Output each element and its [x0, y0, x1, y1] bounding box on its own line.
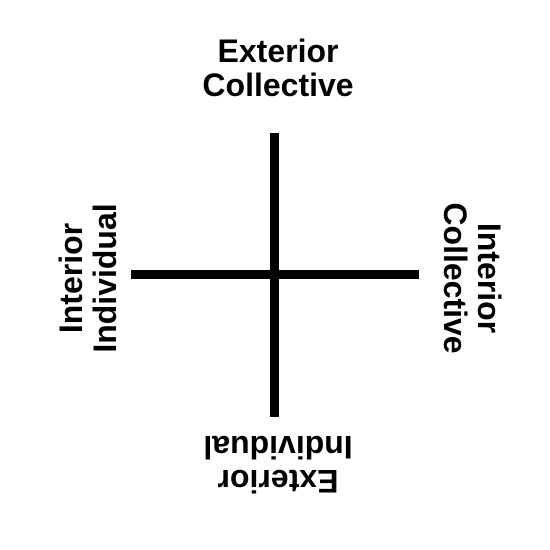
top-label: Exterior Collective	[178, 34, 378, 102]
horizontal-axis	[131, 270, 419, 279]
left-label: Interior Individual	[53, 178, 123, 378]
right-label-line2: Collective	[437, 202, 473, 354]
left-label-line2: Individual	[87, 203, 123, 353]
bottom-label: Exterior Individual	[178, 429, 378, 499]
top-label-line2: Collective	[202, 67, 354, 103]
right-label-line1: Interior	[471, 222, 507, 334]
right-label: Interior Collective	[437, 178, 507, 378]
top-label-line1: Exterior	[217, 33, 339, 69]
bottom-label-line2: Individual	[203, 429, 353, 465]
bottom-label-line1: Exterior	[217, 463, 339, 499]
left-label-line1: Interior	[53, 222, 89, 334]
